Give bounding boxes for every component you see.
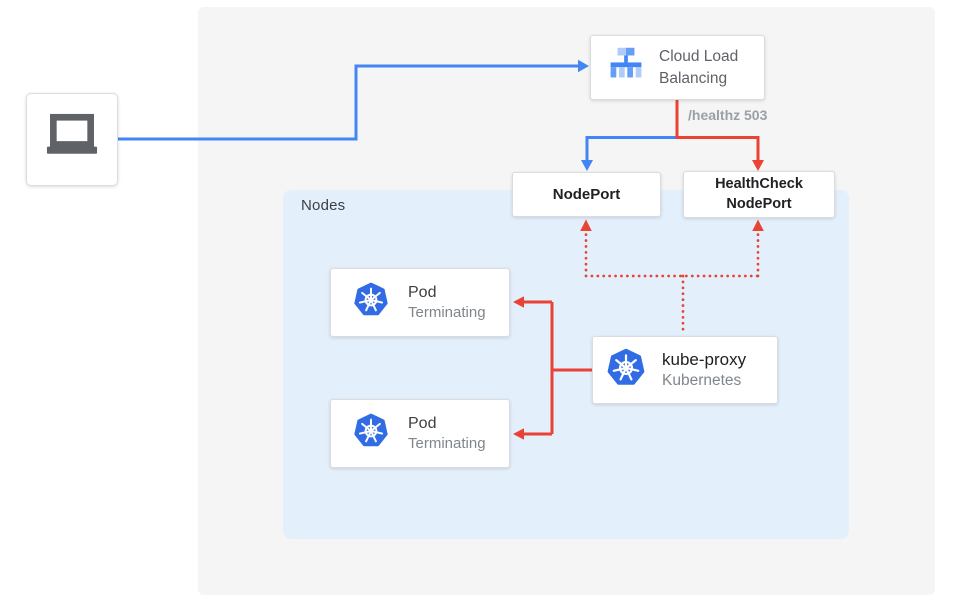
cloud-load-balancing-label: Cloud Load Balancing	[659, 48, 739, 87]
kube-proxy-subtitle: Kubernetes	[662, 372, 742, 389]
kubernetes-icon	[352, 281, 390, 324]
nodeport-label: NodePort	[552, 186, 621, 203]
pod-terminating-node-2: Pod Terminating	[330, 399, 510, 468]
nodeport-node: NodePort	[512, 172, 661, 217]
healthcheck-nodeport-label: HealthCheck NodePort	[715, 175, 803, 212]
pod-title: Pod	[408, 284, 437, 301]
healthcheck-nodeport-node: HealthCheck NodePort	[683, 171, 835, 218]
client-node	[26, 93, 118, 186]
pod-terminating-node-1: Pod Terminating	[330, 268, 510, 337]
cloud-load-balancing-node: Cloud Load Balancing	[590, 35, 765, 100]
laptop-icon	[40, 105, 104, 174]
nodes-panel-label: Nodes	[301, 197, 346, 214]
healthz-status-label: /healthz 503	[688, 107, 768, 123]
pod-title: Pod	[408, 415, 437, 432]
kubernetes-icon	[352, 412, 390, 455]
pod-status: Terminating	[408, 435, 486, 452]
pod-status: Terminating	[408, 304, 486, 321]
kube-proxy-node: kube-proxy Kubernetes	[592, 336, 778, 404]
kubernetes-icon	[605, 347, 647, 394]
kube-proxy-title: kube-proxy	[662, 350, 747, 369]
cloud-load-balancing-icon	[604, 43, 648, 92]
